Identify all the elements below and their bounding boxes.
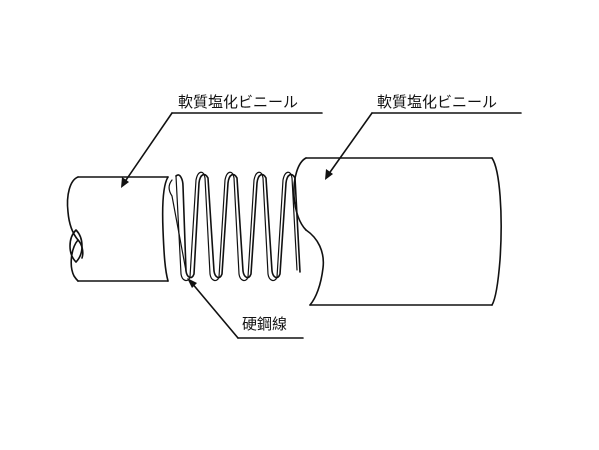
inner-tube <box>66 176 169 282</box>
label-steel-wire: 硬鋼線 <box>242 315 288 333</box>
arrow-outer <box>325 169 333 180</box>
steel-wire-spiral <box>161 171 301 282</box>
label-outer-pvc: 軟質塩化ビニール <box>377 93 498 111</box>
label-inner-pvc: 軟質塩化ビニール <box>178 93 299 111</box>
bore-opening <box>69 229 83 263</box>
leader-lines <box>123 112 522 339</box>
arrow-inner <box>121 177 129 188</box>
outer-tube <box>293 157 502 306</box>
arrow-wire <box>187 278 197 288</box>
